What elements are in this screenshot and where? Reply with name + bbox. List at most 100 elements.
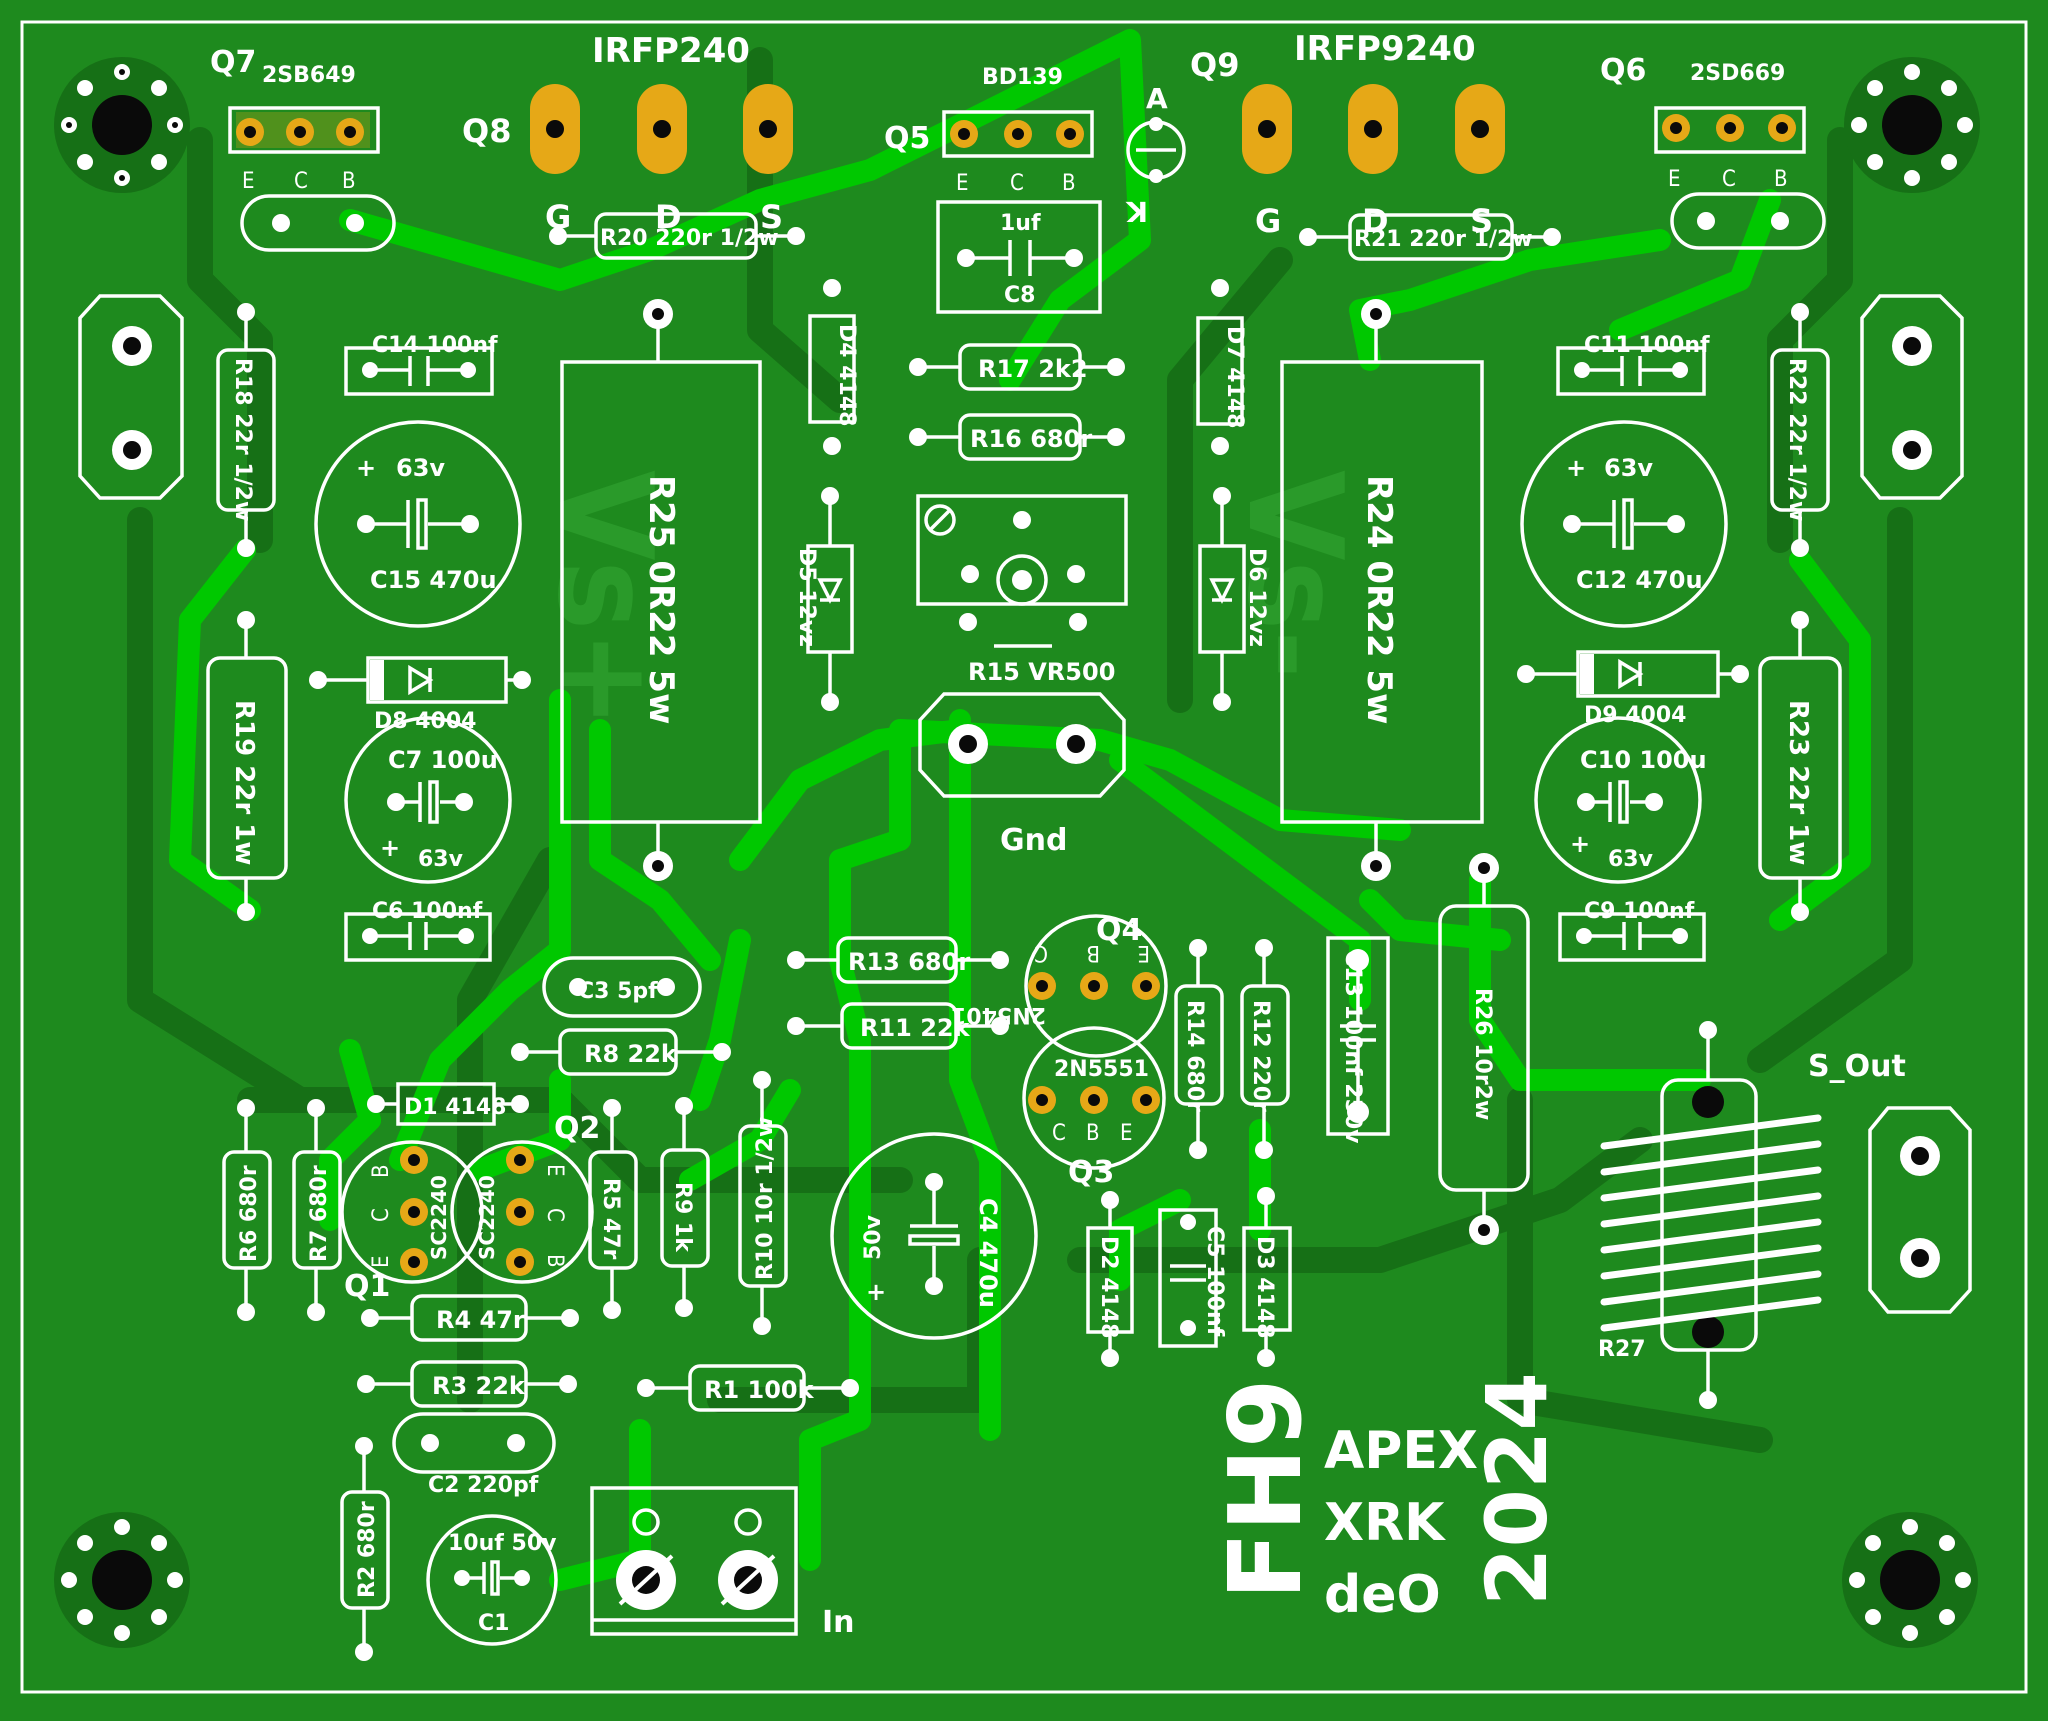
resistor-r8: R8 22k — [511, 1028, 731, 1076]
resistor-r21: R21 220r 1/2w — [1299, 213, 1561, 261]
capacitor-c3: C3 5pf — [542, 956, 702, 1018]
brand-line2: XRK — [1324, 1493, 1446, 1553]
c10-volt: 63v — [1608, 847, 1654, 872]
diode-d8: D8 4004 — [309, 656, 531, 734]
capacitor-c5: C5 100nf — [1158, 1208, 1227, 1348]
r2-label: R2 680r — [355, 1501, 380, 1598]
q6-pin-b: B — [1774, 167, 1788, 192]
r6-label: R6 680r — [237, 1165, 262, 1262]
d7-label: D7 4148 — [1222, 326, 1247, 428]
vminus-watermark: Vs- — [1219, 470, 1371, 679]
q2-part: SC2240 — [475, 1175, 499, 1260]
resistor-r5: R5 47r — [588, 1099, 638, 1319]
transistor-q3: 2N5551 C B E Q3 — [1022, 1026, 1166, 1190]
q2-pin-e: E — [542, 1164, 567, 1177]
resistor-r16: R16 680r — [909, 413, 1125, 461]
r9-label: R9 1k — [670, 1182, 695, 1253]
transistor-q9: IRFP9240 Q9 G D S — [1190, 29, 1505, 240]
capacitor-c2: C2 220pf — [392, 1412, 556, 1498]
diode-d6: D6 12vz — [1198, 487, 1269, 711]
d6-label: D6 12vz — [1244, 548, 1269, 647]
q5-pin-b: B — [1062, 171, 1076, 196]
q9-part: IRFP9240 — [1294, 29, 1476, 69]
q7-pin-e: E — [242, 169, 255, 194]
year-label: 2024 — [1468, 1372, 1566, 1606]
c7-plus: + — [380, 834, 400, 862]
transistor-q1: B C E SC2240 Q1 — [340, 1140, 484, 1304]
q8-pin-d: D — [655, 198, 682, 236]
d1-label: D1 4148 — [404, 1095, 506, 1120]
transistor-q8: IRFP240 Q8 G D S — [462, 31, 793, 236]
c15-plus: + — [356, 454, 376, 482]
q3-pin-e: E — [1120, 1121, 1133, 1146]
power-connector-right — [1860, 294, 1964, 500]
q9-ref: Q9 — [1190, 46, 1239, 84]
resistor-r20: R20 220r 1/2w — [549, 212, 805, 260]
resistor-r19: R19 22r 1w — [206, 611, 288, 921]
capacitor-c12: + 63v C12 470u — [1520, 420, 1728, 628]
transistor-q6: Q6 2SD669 E C B — [1600, 53, 1826, 250]
c12-label: C12 470u — [1576, 566, 1703, 594]
q3-ref: Q3 — [1068, 1155, 1114, 1190]
r12-label: R12 220r — [1248, 1000, 1273, 1112]
diode-d1: D1 4148 — [367, 1082, 529, 1126]
r13-label: R13 680r — [848, 948, 970, 976]
r27-label: R27 — [1598, 1337, 1646, 1362]
c5-label: C5 100nf — [1202, 1226, 1227, 1337]
transistor-q7: Q7 2SB649 E C B — [210, 45, 396, 252]
r3-label: R3 22k — [432, 1372, 526, 1400]
diode-d3: D3 4148 — [1242, 1187, 1292, 1367]
diode-d2: D2 4148 — [1086, 1191, 1134, 1367]
c14-label: C14 100nf — [372, 333, 498, 358]
resistor-r26: R26 10r2w — [1438, 853, 1530, 1245]
q6-part: 2SD669 — [1690, 61, 1785, 86]
r25-label: R25 0R22 5w — [641, 475, 681, 724]
r18-label: R18 22r 1/2w — [230, 358, 255, 521]
resistor-r24: R24 0R22 5w — [1280, 299, 1484, 881]
c9-label: C9 100nf — [1584, 899, 1695, 924]
d3-label: D3 4148 — [1252, 1236, 1277, 1338]
q8-part: IRFP240 — [592, 31, 750, 71]
mounting-hole-tr — [1844, 57, 1980, 193]
r23-label: R23 22r 1w — [1783, 700, 1813, 865]
c4-label: C4 470u — [974, 1198, 1002, 1308]
resistor-r3: R3 22k — [357, 1360, 577, 1408]
r15-label: R15 VR500 — [968, 658, 1115, 686]
q5-ref: Q5 — [884, 121, 930, 156]
input-label: In — [822, 1605, 855, 1640]
r5-label: R5 47r — [598, 1178, 623, 1260]
led-cathode: K — [1125, 195, 1148, 228]
led-anode: A — [1146, 82, 1168, 115]
d8-label: D8 4004 — [374, 709, 476, 734]
resistor-r14: R14 680r — [1174, 939, 1224, 1159]
c10-label: C10 100u — [1580, 746, 1707, 774]
q1-pin-b: B — [369, 1164, 394, 1178]
d5-label: D5 12vz — [794, 548, 819, 647]
c8-value: 1uf — [1000, 211, 1041, 236]
q2-pin-b: B — [542, 1254, 567, 1268]
mounting-hole-tl — [54, 57, 190, 193]
transistor-q5: BD139 Q5 E C B — [884, 65, 1094, 196]
input-terminal: In — [590, 1486, 855, 1640]
r8-label: R8 22k — [584, 1040, 678, 1068]
resistor-r18: R18 22r 1/2w — [216, 303, 276, 557]
r11-label: R11 22k — [860, 1014, 971, 1042]
c8-ref: C8 — [1004, 283, 1035, 308]
resistor-r13: R13 680r — [787, 936, 1009, 984]
s-out-label: S_Out — [1808, 1049, 1906, 1084]
r7-label: R7 680r — [307, 1165, 332, 1262]
q6-pin-c: C — [1722, 167, 1736, 192]
capacitor-c6: C6 100nf — [344, 899, 492, 962]
q5-part: BD139 — [982, 65, 1063, 90]
capacitor-c8: 1uf C8 — [936, 200, 1102, 314]
resistor-r25: R25 0R22 5w — [560, 299, 762, 881]
inductor-r27: R27 — [1598, 1021, 1822, 1409]
model-label: FH9 — [1207, 1378, 1324, 1600]
c7-volt: 63v — [418, 847, 464, 872]
capacitor-c9: C9 100nf — [1558, 899, 1706, 962]
d2-label: D2 4148 — [1096, 1236, 1121, 1338]
c15-label: C15 470u — [370, 566, 497, 594]
c1-value: 10uf 50v — [448, 1531, 557, 1556]
q1-ref: Q1 — [344, 1269, 390, 1304]
